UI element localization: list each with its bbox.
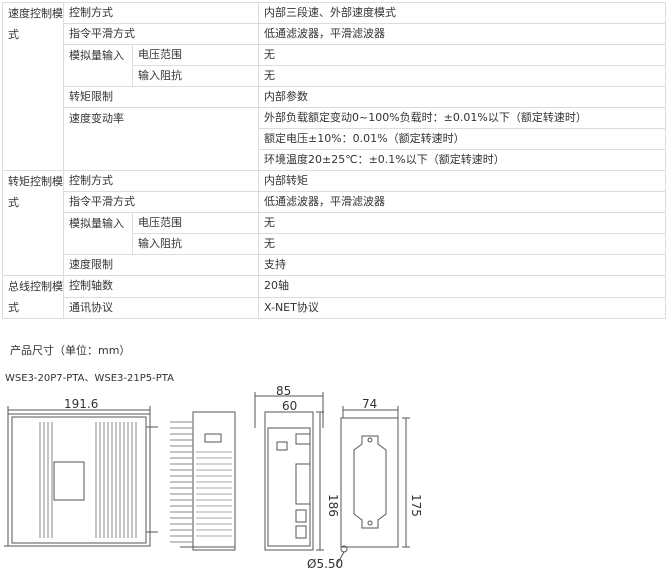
- spec-value: 内部参数: [258, 86, 666, 108]
- table-row: 速度限制 支持: [3, 254, 666, 276]
- front-inner-width-label: 60: [282, 399, 297, 413]
- back-width-label: 74: [362, 397, 377, 411]
- spec-value: 低通滤波器，平滑滤波器: [258, 191, 666, 213]
- bus-mode-label: 总线控制模式: [2, 275, 64, 319]
- torque-mode-label: 转矩控制模式: [2, 170, 64, 276]
- spec-value: 支持: [258, 254, 666, 276]
- spec-label: 速度限制: [63, 254, 259, 276]
- spec-value: 无: [258, 44, 666, 66]
- hole-diameter-label: Ø5.50: [307, 557, 343, 571]
- speed-mode-label: 速度控制模式: [2, 2, 64, 171]
- spec-value: 内部三段速、外部速度模式: [258, 2, 666, 24]
- table-row: 转矩控制模式 控制方式 内部转矩: [2, 170, 666, 276]
- table-row: 模拟量输入 电压范围 无: [3, 44, 666, 87]
- side-view-drawing: [4, 406, 158, 547]
- heatsink-view-drawing: [170, 411, 236, 551]
- spec-value: 额定电压±10%：0.01%（额定转速时）: [258, 128, 666, 150]
- spec-sublabel: 输入阻抗: [132, 233, 259, 255]
- spec-label: 控制方式: [63, 170, 259, 192]
- spec-label: 指令平滑方式: [63, 23, 259, 45]
- spec-value: 无: [258, 65, 666, 87]
- front-height-label: 186: [326, 494, 340, 517]
- spec-label: 转矩限制: [63, 86, 259, 108]
- table-row: 转矩限制 内部参数: [3, 86, 666, 108]
- spec-label: 控制轴数: [63, 275, 259, 298]
- spec-label: 指令平滑方式: [63, 191, 259, 213]
- table-row: 通讯协议 X-NET协议: [3, 296, 666, 319]
- spec-label: 模拟量输入: [63, 44, 133, 87]
- back-view-drawing: [335, 406, 410, 567]
- table-row: 速度变动率 外部负载额定变动0~100%负载时：±0.01%以下（额定转速时）: [3, 107, 666, 171]
- spec-value: 20轴: [258, 275, 666, 298]
- side-width-label: 191.6: [64, 397, 98, 411]
- spec-value: 无: [258, 233, 666, 255]
- spec-sublabel: 电压范围: [132, 212, 259, 234]
- back-height-label: 175: [409, 494, 423, 517]
- front-view-drawing: [254, 392, 324, 551]
- dimension-drawings: 191.6 85 60 186 74 175 Ø5.50: [4, 384, 423, 571]
- dimensions-caption: 产品尺寸（单位：mm）: [10, 344, 131, 357]
- spec-value: 低通滤波器，平滑滤波器: [258, 23, 666, 45]
- table-row: 指令平滑方式 低通滤波器，平滑滤波器: [3, 23, 666, 45]
- models-caption: WSE3-20P7-PTA、WSE3-21P5-PTA: [5, 373, 174, 384]
- table-row: 模拟量输入 电压范围 无: [3, 212, 666, 255]
- table-row: 指令平滑方式 低通滤波器，平滑滤波器: [3, 191, 666, 213]
- spec-value: 无: [258, 212, 666, 234]
- spec-value: 环境温度20±25℃：±0.1%以下（额定转速时）: [258, 149, 666, 171]
- spec-sublabel: 电压范围: [132, 44, 259, 66]
- spec-value: 外部负载额定变动0~100%负载时：±0.01%以下（额定转速时）: [258, 107, 666, 129]
- table-row: 总线控制模式 控制轴数 20轴: [2, 275, 666, 319]
- spec-value: 内部转矩: [258, 170, 666, 192]
- spec-value: X-NET协议: [258, 296, 666, 319]
- spec-label: 速度变动率: [63, 107, 259, 171]
- spec-table: 速度控制模式 控制方式 内部三段速、外部速度模式 指令平滑方式 低通滤波器，平滑…: [2, 2, 666, 319]
- table-row: 速度控制模式 控制方式 内部三段速、外部速度模式: [2, 2, 666, 171]
- spec-sublabel: 输入阻抗: [132, 65, 259, 87]
- spec-label: 模拟量输入: [63, 212, 133, 255]
- front-outer-width-label: 85: [276, 384, 291, 398]
- spec-label: 通讯协议: [63, 296, 259, 319]
- spec-label: 控制方式: [63, 2, 259, 24]
